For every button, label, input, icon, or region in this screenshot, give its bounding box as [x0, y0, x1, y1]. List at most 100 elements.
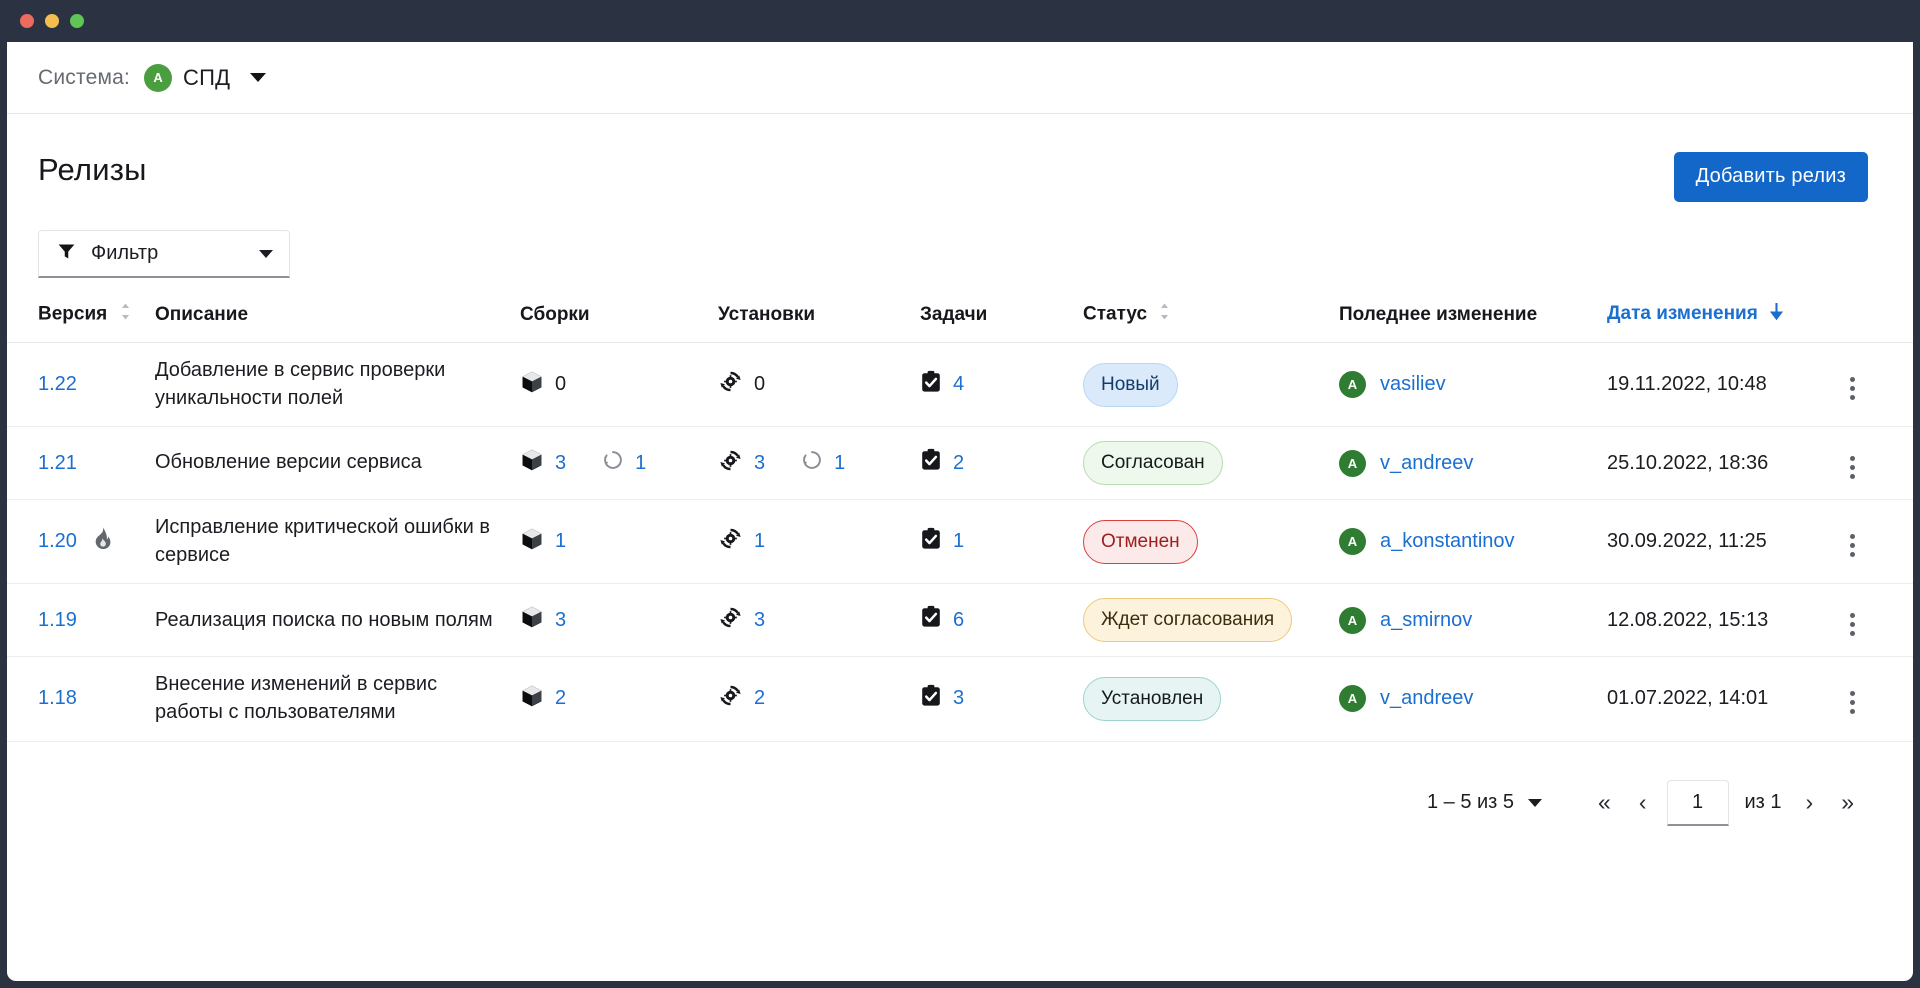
package-box-icon-count[interactable]: 1	[555, 530, 567, 553]
close-window-button[interactable]	[20, 14, 34, 28]
avatar: А	[1339, 606, 1366, 634]
status-badge: Новый	[1083, 362, 1178, 407]
release-description: Реализация поиска по новым полям	[155, 608, 493, 631]
user-link[interactable]: v_andreev	[1380, 687, 1474, 710]
deploy-refresh-gear-icon-count[interactable]: 3	[754, 451, 766, 474]
table-row[interactable]: 1.18 Внесение изменений в сервис работы …	[7, 656, 1913, 742]
sort-descending-icon	[1769, 302, 1784, 326]
cell-actions	[1842, 499, 1913, 585]
column-header-installs[interactable]: Установки	[718, 302, 920, 343]
app-content: Система: А СПД Релизы Добавить релиз Фил…	[7, 42, 1913, 981]
tasks-count[interactable]: 2	[953, 451, 965, 474]
cell-last-change-user: А a_konstantinov	[1339, 499, 1607, 585]
cell-change-date: 19.11.2022, 10:48	[1607, 342, 1842, 428]
cell-version: 1.22	[7, 342, 155, 428]
deploy-refresh-gear-icon-metric: 3	[718, 605, 765, 636]
release-description: Добавление в сервис проверки уникальност…	[155, 359, 446, 409]
system-label: Система:	[38, 65, 131, 89]
cell-status: Установлен	[1083, 656, 1339, 742]
kebab-menu-icon[interactable]	[1842, 373, 1863, 404]
table-row[interactable]: 1.21 Обновление версии сервиса 3 1	[7, 426, 1913, 501]
deploy-refresh-gear-icon-count[interactable]: 3	[754, 608, 766, 631]
column-header-builds[interactable]: Сборки	[520, 302, 718, 343]
kebab-menu-icon[interactable]	[1842, 609, 1863, 640]
pagination: 1 – 5 из 5 « ‹ из 1 › »	[7, 742, 1913, 826]
deploy-refresh-gear-icon-count[interactable]: 2	[754, 687, 766, 710]
release-version-link[interactable]: 1.19	[38, 608, 77, 631]
clipboard-check-icon	[920, 370, 942, 400]
column-header-actions	[1842, 302, 1913, 343]
status-badge: Отменен	[1083, 519, 1198, 564]
release-version-link[interactable]: 1.22	[38, 373, 77, 396]
system-avatar: А	[144, 63, 173, 92]
package-box-icon	[520, 527, 544, 557]
last-page-button[interactable]: »	[1827, 785, 1868, 820]
filter-select[interactable]: Фильтр	[38, 230, 290, 278]
clipboard-check-icon	[920, 605, 942, 635]
pending-count[interactable]: 1	[834, 451, 846, 474]
cell-last-change-user: А a_smirnov	[1339, 583, 1607, 658]
kebab-menu-icon[interactable]	[1842, 452, 1863, 483]
user-link[interactable]: a_konstantinov	[1380, 530, 1515, 553]
cell-version: 1.18	[7, 656, 155, 742]
cell-version: 1.20	[7, 499, 155, 585]
table-row[interactable]: 1.22 Добавление в сервис проверки уникал…	[7, 342, 1913, 428]
page-size-selector[interactable]: 1 – 5 из 5	[1426, 791, 1543, 814]
user-link[interactable]: vasiliev	[1380, 373, 1446, 396]
column-header-last-change[interactable]: Поледнее изменение	[1339, 302, 1607, 343]
cell-description: Исправление критической ошибки в сервисе	[155, 499, 520, 585]
previous-page-button[interactable]: ‹	[1625, 785, 1661, 820]
cell-tasks: 2	[920, 426, 1083, 501]
avatar: А	[1339, 685, 1366, 713]
clipboard-check-icon	[920, 684, 942, 714]
column-header-status[interactable]: Статус	[1083, 302, 1339, 343]
column-header-version[interactable]: Версия	[7, 302, 155, 343]
cell-builds: 3	[520, 583, 718, 658]
table-row[interactable]: 1.20 Исправление критической ошибки в се…	[7, 499, 1913, 585]
cell-change-date: 01.07.2022, 14:01	[1607, 656, 1842, 742]
system-bar: Система: А СПД	[7, 42, 1913, 114]
cell-version: 1.21	[7, 426, 155, 501]
column-header-change-date[interactable]: Дата изменения	[1607, 302, 1842, 343]
add-release-button[interactable]: Добавить релиз	[1673, 152, 1868, 202]
release-version-link[interactable]: 1.21	[38, 451, 77, 474]
first-page-button[interactable]: «	[1584, 785, 1625, 820]
deploy-refresh-gear-icon-count[interactable]: 1	[754, 530, 766, 553]
next-page-button[interactable]: ›	[1792, 785, 1828, 820]
page-header: Релизы Добавить релиз	[7, 114, 1913, 202]
pending-metric: 1	[801, 449, 845, 477]
release-version-link[interactable]: 1.20	[38, 530, 77, 553]
cell-change-date: 25.10.2022, 18:36	[1607, 426, 1842, 501]
sort-both-icon	[1159, 303, 1170, 326]
maximize-window-button[interactable]	[70, 14, 84, 28]
release-description: Внесение изменений в сервис работы с пол…	[155, 673, 438, 723]
release-version-link[interactable]: 1.18	[38, 687, 77, 710]
package-box-icon-count[interactable]: 3	[555, 451, 567, 474]
cell-actions	[1842, 342, 1913, 428]
pending-count[interactable]: 1	[635, 451, 647, 474]
column-header-tasks[interactable]: Задачи	[920, 302, 1083, 343]
chevron-down-icon[interactable]	[250, 73, 267, 82]
deploy-refresh-gear-icon-count: 0	[754, 373, 766, 396]
minimize-window-button[interactable]	[45, 14, 59, 28]
tasks-count[interactable]: 1	[953, 530, 965, 553]
cell-actions	[1842, 426, 1913, 501]
tasks-count[interactable]: 3	[953, 687, 965, 710]
page-number-input[interactable]	[1666, 779, 1729, 826]
user-link[interactable]: a_smirnov	[1380, 608, 1473, 631]
package-box-icon-count[interactable]: 3	[555, 608, 567, 631]
tasks-count[interactable]: 4	[953, 373, 965, 396]
deploy-refresh-gear-icon	[718, 605, 743, 636]
user-link[interactable]: v_andreev	[1380, 451, 1474, 474]
cell-description: Внесение изменений в сервис работы с пол…	[155, 656, 520, 742]
tasks-count[interactable]: 6	[953, 608, 965, 631]
cell-tasks: 1	[920, 499, 1083, 585]
table-header-row: Версия Описание Сборки Установки Задачи …	[7, 302, 1913, 343]
kebab-menu-icon[interactable]	[1842, 687, 1863, 718]
column-header-description[interactable]: Описание	[155, 302, 520, 343]
kebab-menu-icon[interactable]	[1842, 530, 1863, 561]
package-box-icon-count[interactable]: 2	[555, 687, 567, 710]
page-range-label: 1 – 5 из 5	[1426, 791, 1515, 814]
table-row[interactable]: 1.19 Реализация поиска по новым полям 3	[7, 583, 1913, 658]
